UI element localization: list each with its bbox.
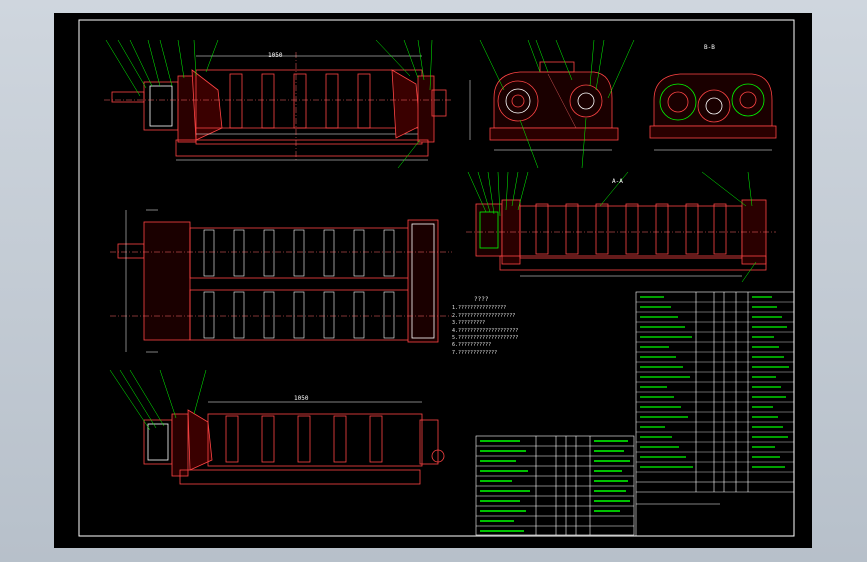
parts-list-bottom bbox=[475, 435, 635, 536]
note-line: 4.???????????????????? bbox=[452, 327, 519, 334]
dimension-lines-plan bbox=[125, 209, 158, 353]
section-label-bb: B-B bbox=[704, 44, 715, 51]
note-line: 7.????????????? bbox=[452, 349, 498, 356]
view-plan bbox=[117, 219, 439, 343]
centerline-top bbox=[104, 52, 452, 160]
dimension-lines-gearbox bbox=[469, 80, 612, 151]
note-line: 5.???????????????????? bbox=[452, 335, 519, 342]
drawing-frame bbox=[78, 19, 795, 537]
section-label-aa: A-A bbox=[612, 178, 623, 185]
dimension-label-bottom: 1050 bbox=[294, 395, 309, 402]
note-line: 2.??????????????????? bbox=[452, 312, 516, 319]
view-bottom bbox=[143, 409, 445, 485]
dimension-lines-top bbox=[176, 55, 428, 161]
note-line: 6.??????????? bbox=[452, 342, 492, 349]
technical-notes: ???? 1.???????????????? 2.??????????????… bbox=[452, 296, 602, 357]
parts-list-right-rows bbox=[636, 301, 794, 473]
parts-list-bottom-text bbox=[480, 440, 630, 532]
note-line: 1.???????????????? bbox=[452, 305, 507, 312]
leader-lines-aa bbox=[467, 171, 757, 283]
view-gearbox-front bbox=[489, 61, 619, 141]
leader-lines-bottom bbox=[109, 369, 207, 431]
leader-lines-gearbox bbox=[479, 39, 635, 169]
view-top-section bbox=[111, 69, 447, 157]
dimension-label-top: 1050 bbox=[268, 52, 283, 59]
note-line: 3.????????? bbox=[452, 320, 486, 327]
view-section-bb bbox=[649, 73, 777, 139]
leader-lines-top bbox=[105, 39, 433, 169]
parts-list-right-text bbox=[640, 296, 789, 468]
centerline-plan bbox=[110, 251, 452, 317]
rolls-plan bbox=[203, 229, 395, 339]
notes-title: ???? bbox=[474, 296, 489, 303]
